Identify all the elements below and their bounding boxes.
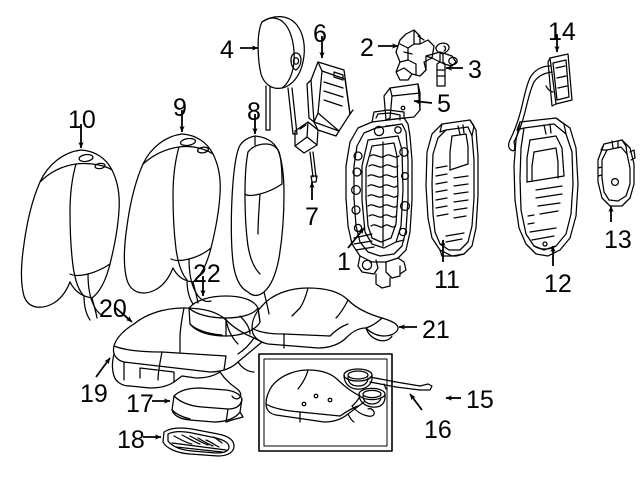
callout-arrow-19 [95, 357, 111, 378]
callout-number-16[interactable]: 16 [424, 416, 452, 444]
callout-number-15[interactable]: 15 [466, 386, 494, 414]
part-7-headrest-guide-sleeve [294, 121, 319, 183]
callout-number-10[interactable]: 10 [68, 106, 96, 134]
part-13-side-trim-cover [597, 139, 636, 207]
part-14-seat-adjustment-switch [508, 53, 573, 152]
part-4-headrest-assembly [257, 16, 305, 135]
callout-arrow-16 [409, 393, 423, 411]
callout-number-19[interactable]: 19 [80, 380, 108, 408]
callout-number-4[interactable]: 4 [220, 36, 234, 64]
part-11-seat-back-trim-panel-inner [425, 119, 479, 257]
part-5-bracket-cover [383, 83, 421, 121]
callout-number-17[interactable]: 17 [126, 390, 154, 418]
callout-number-7[interactable]: 7 [305, 203, 319, 231]
callout-number-9[interactable]: 9 [173, 94, 187, 122]
part-19-seat-cushion-frame-pan [111, 307, 255, 400]
part-1-seat-back-frame [345, 109, 413, 289]
callout-number-14[interactable]: 14 [548, 18, 576, 46]
callout-number-3[interactable]: 3 [468, 56, 482, 84]
part-16-cup-holder-insert [343, 368, 433, 408]
part-2-recliner-latch-mechanism [395, 29, 458, 81]
part-22-thigh-support-extension-pad [188, 295, 261, 337]
part-9-seat-back-cover-upper [123, 133, 221, 305]
callout-number-1[interactable]: 1 [337, 248, 351, 276]
part-12-seat-back-trim-panel-outer [513, 117, 579, 257]
part-15-seat-cushion-assembly-inset [258, 353, 393, 452]
callout-number-2[interactable]: 2 [360, 34, 374, 62]
part-17-armrest-pad [171, 387, 244, 423]
callout-number-6[interactable]: 6 [313, 20, 327, 48]
part-3-headrest-guide-pin [435, 42, 450, 87]
part-18-armrest-trim-insert [162, 427, 235, 457]
callout-number-8[interactable]: 8 [247, 98, 261, 126]
callout-number-5[interactable]: 5 [437, 90, 451, 118]
part-8-seat-back-side-bolster-cover [230, 135, 285, 315]
callout-arrow-1 [347, 227, 365, 249]
callout-arrow-5 [413, 99, 433, 105]
callout-number-21[interactable]: 21 [422, 316, 450, 344]
callout-number-12[interactable]: 12 [544, 270, 572, 298]
part-20-seat-cushion-cover [112, 307, 263, 373]
callout-arrow-20 [115, 307, 133, 323]
part-21-seat-cushion-pad [251, 287, 399, 349]
callout-number-13[interactable]: 13 [604, 226, 632, 254]
part-10-seat-back-cushion-cover [20, 149, 120, 321]
part-6-lumbar-support-pad [306, 61, 354, 137]
callout-number-11[interactable]: 11 [434, 266, 460, 294]
callout-number-18[interactable]: 18 [117, 426, 145, 454]
callout-number-22[interactable]: 22 [193, 260, 221, 288]
callout-number-20[interactable]: 20 [99, 295, 127, 323]
